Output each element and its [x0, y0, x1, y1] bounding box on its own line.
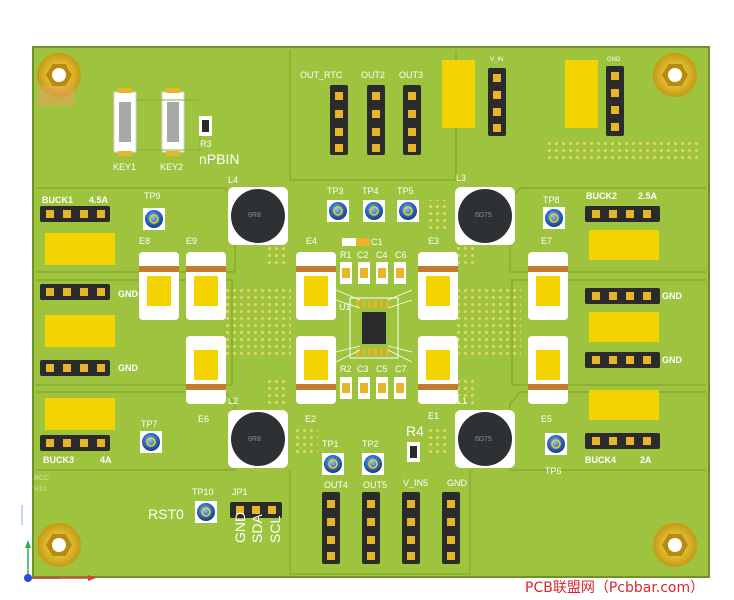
label-tp5: TP5: [397, 186, 414, 196]
via-fields: [225, 140, 700, 456]
label-jp1: JP1: [232, 487, 248, 497]
push-buttons: [113, 88, 212, 156]
label-tp1: TP1: [322, 439, 339, 449]
label-tp6: TP6: [545, 466, 562, 476]
label-e5: E5: [541, 414, 553, 424]
label-u1: U1: [339, 302, 351, 312]
label-tp3: TP3: [327, 186, 344, 196]
label-r1: R1: [340, 250, 352, 260]
watermark-text: PCB联盟网（Pcbbar.com）: [525, 580, 705, 596]
label-v-in-top: V_IN: [490, 57, 504, 63]
label-l3: L3: [456, 173, 467, 183]
label-gnd-jp: GND: [232, 511, 248, 543]
label-buck3-a: 4A: [100, 455, 112, 465]
label-ind-l3: 6D75: [475, 212, 492, 219]
label-gnd-bottom: GND: [447, 478, 467, 488]
label-e9: E9: [186, 236, 198, 246]
mounting-holes: [37, 53, 697, 567]
label-tp10: TP10: [192, 487, 214, 497]
label-rcc: RCC: [34, 475, 50, 482]
label-buck1: BUCK1: [42, 195, 74, 205]
label-ind-l1: 6D75: [475, 436, 492, 443]
label-e6: E6: [198, 414, 210, 424]
u1-ic: [335, 289, 413, 363]
label-out2: OUT2: [361, 70, 386, 80]
label-c6: C6: [395, 250, 407, 260]
label-c5: C5: [376, 364, 388, 374]
label-buck3: BUCK3: [43, 455, 75, 465]
label-r2: R2: [340, 364, 352, 374]
label-e4: E4: [306, 236, 318, 246]
label-gnd-right-1: GND: [662, 291, 682, 301]
label-gnd-left-1: GND: [118, 289, 138, 299]
test-points: [140, 200, 567, 523]
label-c7: C7: [395, 364, 407, 374]
label-out5: OUT5: [363, 480, 388, 490]
label-l2: L2: [228, 396, 239, 406]
inductors: [228, 187, 515, 468]
label-e3: E3: [428, 236, 440, 246]
label-sda: SDA: [249, 514, 265, 543]
label-ind-l4: 6R8: [248, 212, 261, 219]
label-rst0: RST0: [148, 506, 184, 522]
label-buck2-a: 2.5A: [638, 191, 658, 201]
label-r4: R4: [406, 423, 424, 439]
label-tp4: TP4: [362, 186, 379, 196]
label-key2: KEY2: [160, 162, 184, 172]
label-out-rtc: OUT_RTC: [300, 70, 343, 80]
label-e2: E2: [305, 414, 317, 424]
label-buck4: BUCK4: [585, 455, 617, 465]
label-c4: C4: [376, 250, 388, 260]
label-e1: E1: [428, 411, 440, 421]
label-gnd-left-2: GND: [118, 363, 138, 373]
label-r3: R3: [200, 139, 212, 149]
label-tp9: TP9: [144, 191, 161, 201]
label-l1: L1: [457, 396, 468, 406]
label-tp2: TP2: [362, 439, 379, 449]
label-scl: SCL: [267, 515, 283, 543]
pin-headers: [40, 66, 660, 564]
label-ind-l2: 6R8: [248, 436, 261, 443]
label-gnd-right-2: GND: [662, 355, 682, 365]
label-c3: C3: [357, 364, 369, 374]
header-pins: [46, 72, 651, 560]
label-buck1-a: 4.5A: [89, 195, 109, 205]
label-e7: E7: [541, 236, 553, 246]
label-tp7: TP7: [141, 419, 158, 429]
electrolytic-caps: [139, 252, 568, 404]
label-c1: C1: [371, 237, 383, 247]
label-npbin: nPBIN: [199, 151, 240, 167]
label-key1: KEY1: [113, 162, 137, 172]
label-tp8: TP8: [543, 195, 560, 205]
label-buck4-a: 2A: [640, 455, 652, 465]
label-out3: OUT3: [399, 70, 424, 80]
label-l4: L4: [228, 175, 239, 185]
label-v10: V10: [34, 486, 47, 493]
label-gnd-top: GND: [607, 57, 621, 63]
label-v-in5: V_IN5: [403, 478, 429, 488]
label-c2: C2: [357, 250, 369, 260]
origin-axes: [21, 505, 96, 582]
label-buck2: BUCK2: [586, 191, 618, 201]
power-pads: [45, 60, 659, 430]
label-out4: OUT4: [324, 480, 349, 490]
label-e8: E8: [139, 236, 151, 246]
